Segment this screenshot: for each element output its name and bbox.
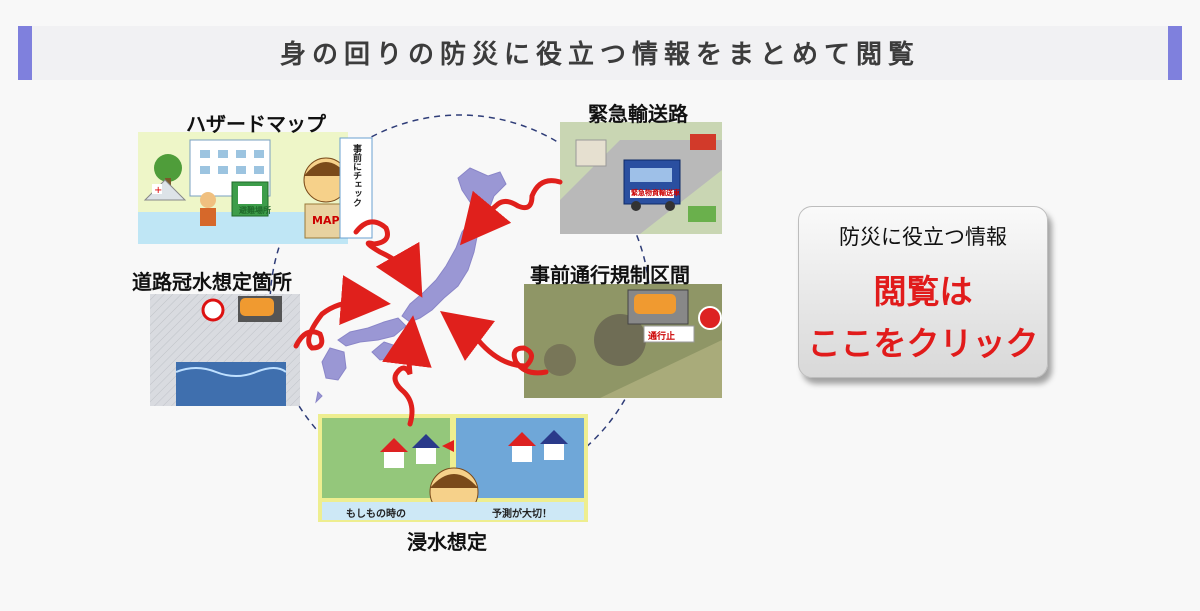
shelter-sign: 避難場所 xyxy=(239,206,271,215)
page-title: 身の回りの防災に役立つ情報をまとめて閲覧 xyxy=(279,40,920,70)
inundation-caption-right: 予測が大切！ xyxy=(492,509,552,520)
truck-sign: 緊急物資輸送車 xyxy=(631,189,680,197)
cta-line-1: 防災に役立つ情報 xyxy=(839,225,1007,249)
road-flooding-illustration xyxy=(150,294,300,406)
traffic-regulation-label: 事前通行規制区間 xyxy=(530,263,690,287)
view-info-button[interactable]: 防災に役立つ情報 閲覧は ここをクリック xyxy=(798,206,1048,378)
road-flooding-label: 道路冠水想定箇所 xyxy=(132,270,292,294)
inundation-illustration xyxy=(318,414,588,522)
arrow-from-inundation xyxy=(382,315,432,427)
arrow-from-road-flooding xyxy=(293,275,391,351)
svg-text:+: + xyxy=(154,185,162,196)
traffic-regulation-illustration xyxy=(524,284,722,398)
inundation-label: 浸水想定 xyxy=(407,530,487,554)
emergency-route-label: 緊急輸送路 xyxy=(588,102,688,126)
hazard-map-label: ハザードマップ xyxy=(186,112,326,136)
cta-line-2: 閲覧は xyxy=(873,272,973,311)
hazard-map-side-note: 事前にチェック xyxy=(351,144,361,207)
arrow-from-hazard-map xyxy=(353,219,423,298)
inundation-caption-left: もしもの時の xyxy=(346,509,406,520)
hazard-map-illustration: + xyxy=(138,132,373,244)
hazard-map-sign: MAP xyxy=(312,214,340,227)
road-closed-sign: 通行止 xyxy=(648,332,676,342)
arrow-from-emergency-route xyxy=(459,178,563,246)
title-bar: 身の回りの防災に役立つ情報をまとめて閲覧 xyxy=(18,26,1182,80)
cta-line-3: ここをクリック xyxy=(807,324,1039,363)
emergency-route-illustration xyxy=(560,122,722,234)
arrow-from-traffic-regulation xyxy=(440,310,549,376)
